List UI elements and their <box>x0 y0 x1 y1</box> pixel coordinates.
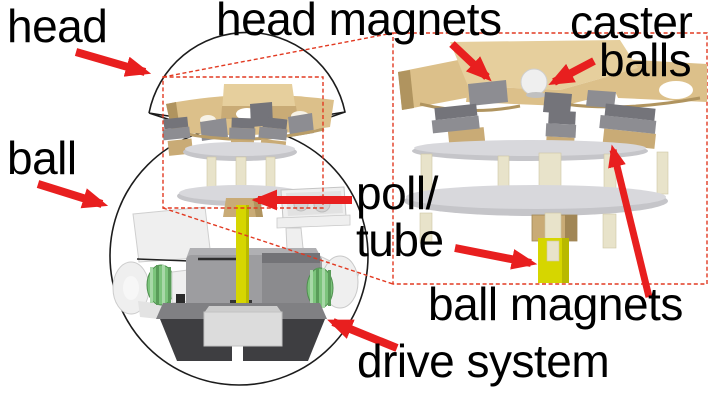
head-ring-assembly <box>166 84 334 141</box>
zoom-inset-rect <box>392 32 708 285</box>
callout-arrows <box>36 41 653 352</box>
arrow-head-magnets <box>449 41 492 82</box>
label-balls: balls <box>599 34 692 86</box>
arrow-ball <box>36 180 109 209</box>
label-tube: tube <box>356 214 444 266</box>
inset-head-magnet-left <box>468 80 508 106</box>
label-poll: poll/ <box>356 167 438 219</box>
caster-ball <box>520 68 548 96</box>
zoom-source-rect <box>162 76 324 209</box>
inset-head-magnet-center <box>543 92 572 114</box>
drive-base <box>156 303 327 362</box>
main-motor-block <box>186 248 322 310</box>
zoom-connector-top <box>162 32 394 78</box>
robot-cutaway-model <box>109 31 369 386</box>
arrow-head <box>74 48 152 77</box>
arrow-caster-balls <box>548 57 596 86</box>
gear-left <box>146 264 176 306</box>
inset-head-magnet-right <box>586 90 616 108</box>
label-head: head <box>7 0 108 52</box>
gear-right <box>306 255 359 309</box>
label-caster: caster <box>570 0 693 48</box>
zoom-connector-bottom <box>162 207 394 285</box>
pole-tube <box>236 205 249 303</box>
arrow-ball-magnets <box>608 144 653 298</box>
inset-plate-stack <box>404 140 669 283</box>
label-head-magnets: head magnets <box>216 0 502 45</box>
label-ball-magnets: ball magnets <box>428 278 683 330</box>
inset-pole-tube <box>538 238 569 283</box>
zoom-region-annotation <box>162 32 708 285</box>
head-magnet-left <box>200 118 228 141</box>
arrow-tube-right <box>454 244 538 270</box>
label-ball: ball <box>7 132 77 184</box>
arrow-drive-system <box>327 318 399 352</box>
label-drive-system: drive system <box>357 335 610 387</box>
